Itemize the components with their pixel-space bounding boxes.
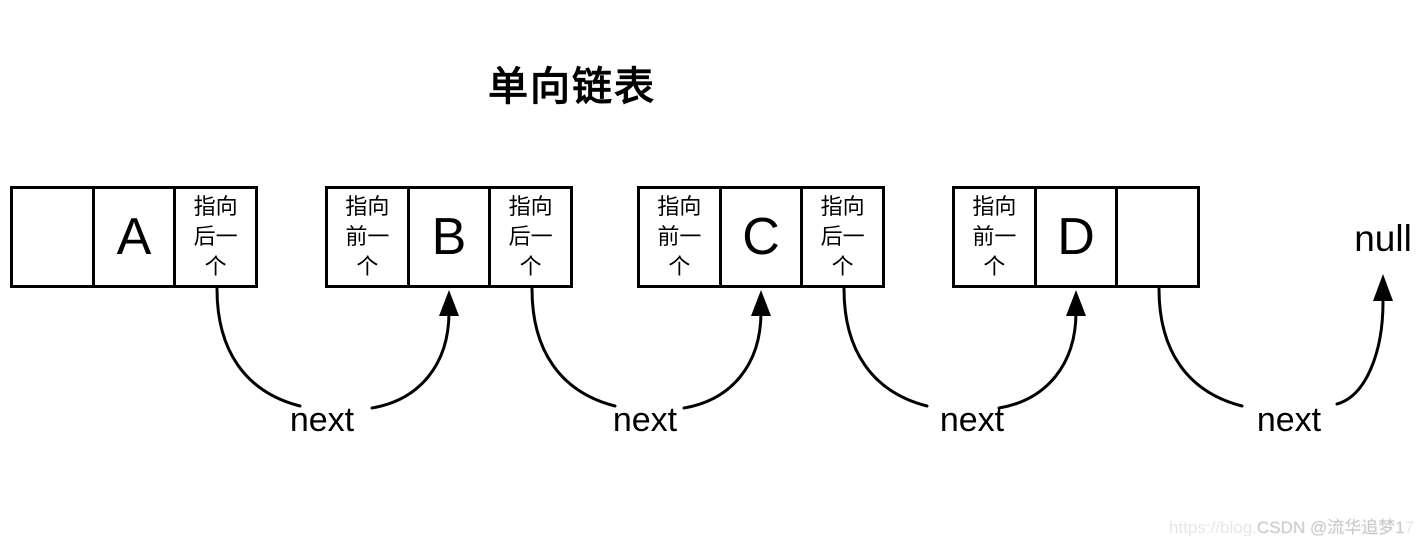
node-c-value: C	[718, 189, 804, 285]
node-d-prev-line-1: 指向	[972, 194, 1017, 219]
node-d-value: D	[1033, 189, 1119, 285]
node-c-prev-line-1: 指向	[657, 194, 702, 219]
node-a-value: A	[91, 189, 177, 285]
arrow-d-to-null-arrowhead	[1373, 274, 1393, 301]
node-a-next-line-3: 个	[204, 254, 227, 279]
arrow-d-to-null-tail-curve	[1157, 287, 1244, 408]
node-d-prev-cell: 指向 前一 个	[955, 189, 1034, 285]
node-d-prev-line-2: 前一	[972, 224, 1017, 249]
node-b-next-line-1: 指向	[508, 194, 553, 219]
arrow-d-to-null-head-curve	[1335, 300, 1385, 406]
next-label-d-null: next	[1256, 401, 1322, 439]
node-c-next-line-1: 指向	[820, 194, 865, 219]
arrow-a-to-b-arrowhead	[439, 290, 459, 316]
watermark-url-prefix: https://blog.	[1169, 518, 1257, 537]
arrow-c-to-d-arrowhead	[1066, 290, 1086, 316]
node-c-next-line-3: 个	[831, 254, 854, 279]
arrow-b-to-c-arrowhead	[751, 290, 771, 316]
node-b-prev-line-1: 指向	[345, 194, 390, 219]
node-d-prev-line-3: 个	[983, 254, 1006, 279]
node-a: A 指向 后一 个	[10, 186, 258, 288]
node-d: 指向 前一 个 D	[952, 186, 1200, 288]
null-label: null	[1354, 218, 1412, 259]
next-label-b-c: next	[612, 401, 678, 439]
node-c-prev-line-2: 前一	[657, 224, 702, 249]
node-c: 指向 前一 个 C 指向 后一 个	[637, 186, 885, 288]
arrow-c-to-d-head-curve	[997, 310, 1078, 410]
node-c-next-cell: 指向 后一 个	[803, 189, 882, 285]
watermark: https://blog.CSDN @流华追梦17	[1169, 513, 1414, 538]
arrow-b-to-c-head-curve	[682, 310, 763, 410]
node-d-next-cell	[1118, 189, 1197, 285]
node-b-prev-line-3: 个	[356, 254, 379, 279]
arrow-c-to-d-tail-curve	[842, 287, 929, 408]
page-title: 单向链表	[488, 65, 656, 109]
node-c-prev-line-3: 个	[668, 254, 691, 279]
arrow-a-to-b-head-curve	[370, 310, 451, 410]
watermark-brand: CSDN @流华追梦1	[1256, 518, 1405, 537]
next-label-a-b: next	[289, 401, 355, 439]
node-a-prev-cell	[13, 189, 92, 285]
node-b-next-line-3: 个	[519, 254, 542, 279]
node-b-next-line-2: 后一	[508, 224, 553, 249]
node-b-value: B	[406, 189, 492, 285]
node-b-prev-cell: 指向 前一 个	[328, 189, 407, 285]
node-c-prev-cell: 指向 前一 个	[640, 189, 719, 285]
node-a-next-line-2: 后一	[193, 224, 238, 249]
arrow-b-to-c-tail-curve	[530, 287, 617, 408]
node-a-next-cell: 指向 后一 个	[176, 189, 255, 285]
arrow-a-to-b-tail-curve	[215, 287, 302, 408]
node-b-next-cell: 指向 后一 个	[491, 189, 570, 285]
node-c-next-line-2: 后一	[820, 224, 865, 249]
watermark-url-suffix: 7	[1404, 518, 1414, 537]
node-a-next-line-1: 指向	[193, 194, 238, 219]
node-b-prev-line-2: 前一	[345, 224, 390, 249]
next-label-c-d: next	[939, 401, 1005, 439]
node-b: 指向 前一 个 B 指向 后一 个	[325, 186, 573, 288]
